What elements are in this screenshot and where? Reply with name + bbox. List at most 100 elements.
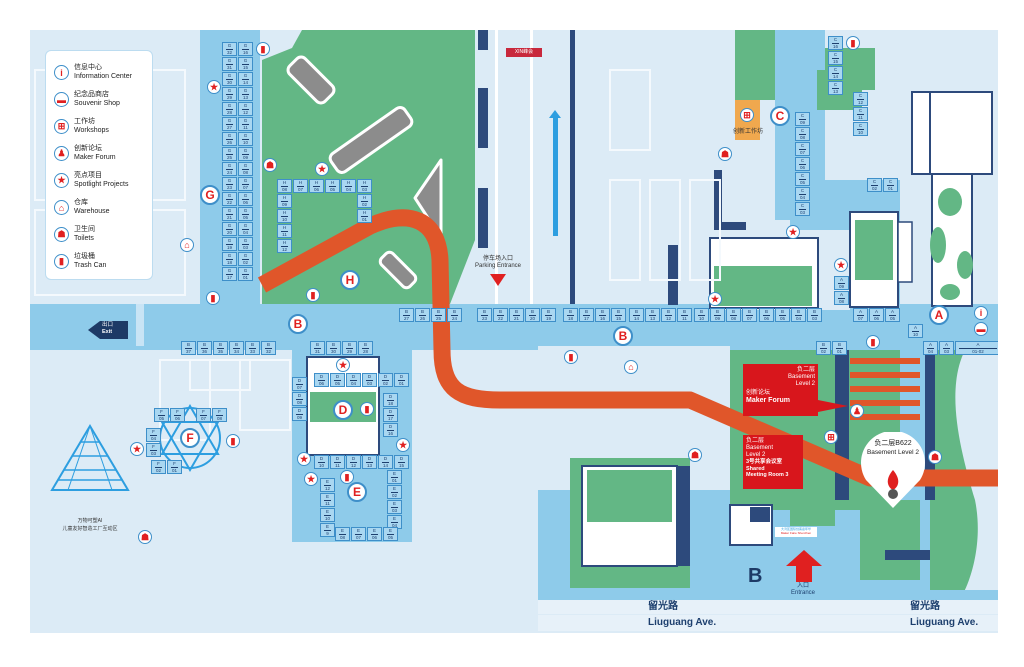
zone-marker-b[interactable]: B	[613, 326, 633, 346]
parking-entrance-arrow[interactable]	[490, 274, 506, 286]
star-icon[interactable]: ★	[130, 442, 144, 456]
zone-marker-a[interactable]: A	[929, 305, 949, 325]
star-icon[interactable]: ★	[315, 162, 329, 176]
star-icon[interactable]: ★	[207, 80, 221, 94]
star-icon[interactable]: ★	[336, 358, 350, 372]
maker-forum-callout[interactable]: 负二层 Basement Level 2 创新论坛 Maker Forum	[743, 364, 818, 416]
trash-icon[interactable]: ▮	[306, 288, 320, 302]
star-icon[interactable]: ★	[834, 258, 848, 272]
zone-marker-e[interactable]: E	[347, 482, 367, 502]
trash-icon[interactable]: ▮	[846, 36, 860, 50]
b622-pin[interactable]: 负二层B622 Basement Level 2	[858, 432, 928, 510]
star-icon[interactable]: ★	[304, 472, 318, 486]
trash-icon[interactable]: ▮	[564, 350, 578, 364]
info-icon[interactable]: i	[974, 306, 988, 320]
maker-forum-icon[interactable]: ♟	[850, 404, 864, 418]
toilet-icon[interactable]: ☗	[138, 530, 152, 544]
trash-icon[interactable]: ▮	[206, 291, 220, 305]
trash-icon[interactable]: ▮	[360, 402, 374, 416]
warehouse-icon[interactable]: ⌂	[180, 238, 194, 252]
star-icon[interactable]: ★	[708, 292, 722, 306]
trash-icon[interactable]: ▮	[256, 42, 270, 56]
warehouse-icon[interactable]: ⌂	[624, 360, 638, 374]
zone-marker-c[interactable]: C	[770, 106, 790, 126]
entrance-arrow[interactable]	[786, 550, 822, 582]
souvenir-shop-icon[interactable]: ▬	[974, 322, 988, 336]
